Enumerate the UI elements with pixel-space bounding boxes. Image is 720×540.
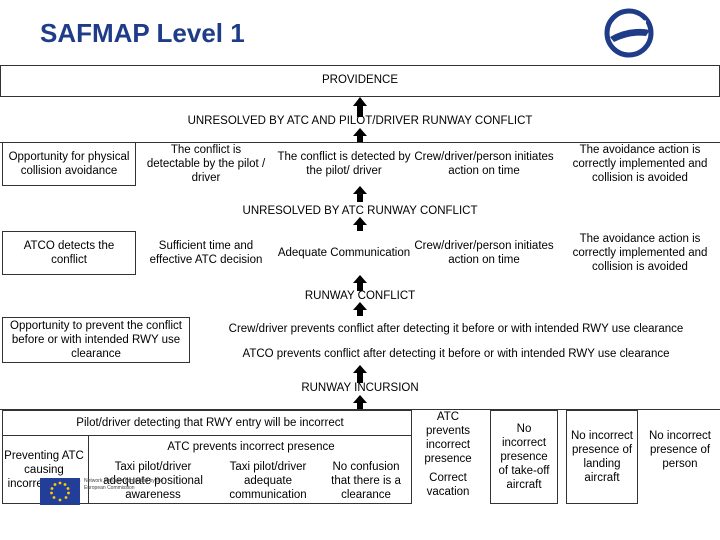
atc-prevents-incorrect-cell: ATC prevents incorrect presence bbox=[424, 411, 472, 465]
row3-left-cell: Opportunity to prevent the conflict befo… bbox=[2, 317, 190, 363]
up-arrow-icon bbox=[353, 217, 367, 231]
unresolved-atc-label: UNRESOLVED BY ATC RUNWAY CONFLICT bbox=[242, 205, 478, 217]
up-arrow-icon bbox=[353, 186, 367, 202]
no-takeoff-cell: No incorrect presence of take-off aircra… bbox=[490, 410, 558, 504]
row3-crew-cell: Crew/driver prevents conflict after dete… bbox=[228, 323, 684, 335]
eurocontrol-logo-icon bbox=[604, 8, 654, 58]
up-arrow-icon bbox=[353, 275, 367, 291]
runway-incursion-label: RUNWAY INCURSION bbox=[301, 382, 419, 394]
taxi-comm-cell: Taxi pilot/driver adequate communication bbox=[229, 461, 307, 501]
row1-cell-0: Opportunity for physical collision avoid… bbox=[2, 142, 136, 186]
no-landing-cell: No incorrect presence of landing aircraf… bbox=[566, 410, 638, 504]
row1-connector bbox=[0, 142, 720, 143]
row4-divider bbox=[88, 435, 89, 504]
eu-flag-icon bbox=[40, 478, 80, 505]
taxi-position-cell: Taxi pilot/driver adequate positional aw… bbox=[103, 461, 203, 501]
providence-box bbox=[0, 65, 720, 97]
row2-cell-2: Adequate Communication bbox=[277, 247, 411, 259]
row1-cell-1: The conflict is detectable by the pilot … bbox=[146, 144, 266, 184]
row2-cell-0: ATCO detects the conflict bbox=[2, 231, 136, 275]
atc-prevents-cell: ATC prevents incorrect presence bbox=[167, 441, 335, 453]
footer-text: Network Manager nominated by the Europea… bbox=[84, 478, 164, 491]
row2-cell-1: Sufficient time and effective ATC decisi… bbox=[149, 240, 263, 266]
runway-conflict-label: RUNWAY CONFLICT bbox=[304, 290, 416, 302]
up-arrow-icon bbox=[353, 302, 367, 316]
row1-cell-2: The conflict is detected by the pilot/ d… bbox=[277, 151, 411, 177]
row1-cell-3: Crew/driver/person initiates action on t… bbox=[414, 151, 554, 177]
row2-cell-4: The avoidance action is correctly implem… bbox=[572, 233, 708, 273]
unresolved-atc-pilot-label: UNRESOLVED BY ATC AND PILOT/DRIVER RUNWA… bbox=[187, 115, 533, 127]
row4-inner-line bbox=[2, 435, 412, 436]
page-title: SAFMAP Level 1 bbox=[40, 18, 245, 48]
providence-label: PROVIDENCE bbox=[321, 74, 399, 86]
up-arrow-icon bbox=[353, 395, 367, 409]
pilot-detecting-cell: Pilot/driver detecting that RWY entry wi… bbox=[76, 417, 344, 429]
up-arrow-icon bbox=[353, 128, 367, 142]
up-arrow-icon bbox=[353, 97, 367, 117]
row4-connector bbox=[0, 409, 720, 410]
row1-cell-4: The avoidance action is correctly implem… bbox=[572, 144, 708, 184]
no-confusion-cell: No confusion that there is a clearance bbox=[331, 461, 401, 501]
no-person-cell: No incorrect presence of person bbox=[649, 430, 711, 470]
correct-vacation-cell: Correct vacation bbox=[426, 472, 470, 498]
row2-cell-3: Crew/driver/person initiates action on t… bbox=[414, 240, 554, 266]
up-arrow-icon bbox=[353, 365, 367, 383]
row3-atco-cell: ATCO prevents conflict after detecting i… bbox=[242, 348, 670, 360]
